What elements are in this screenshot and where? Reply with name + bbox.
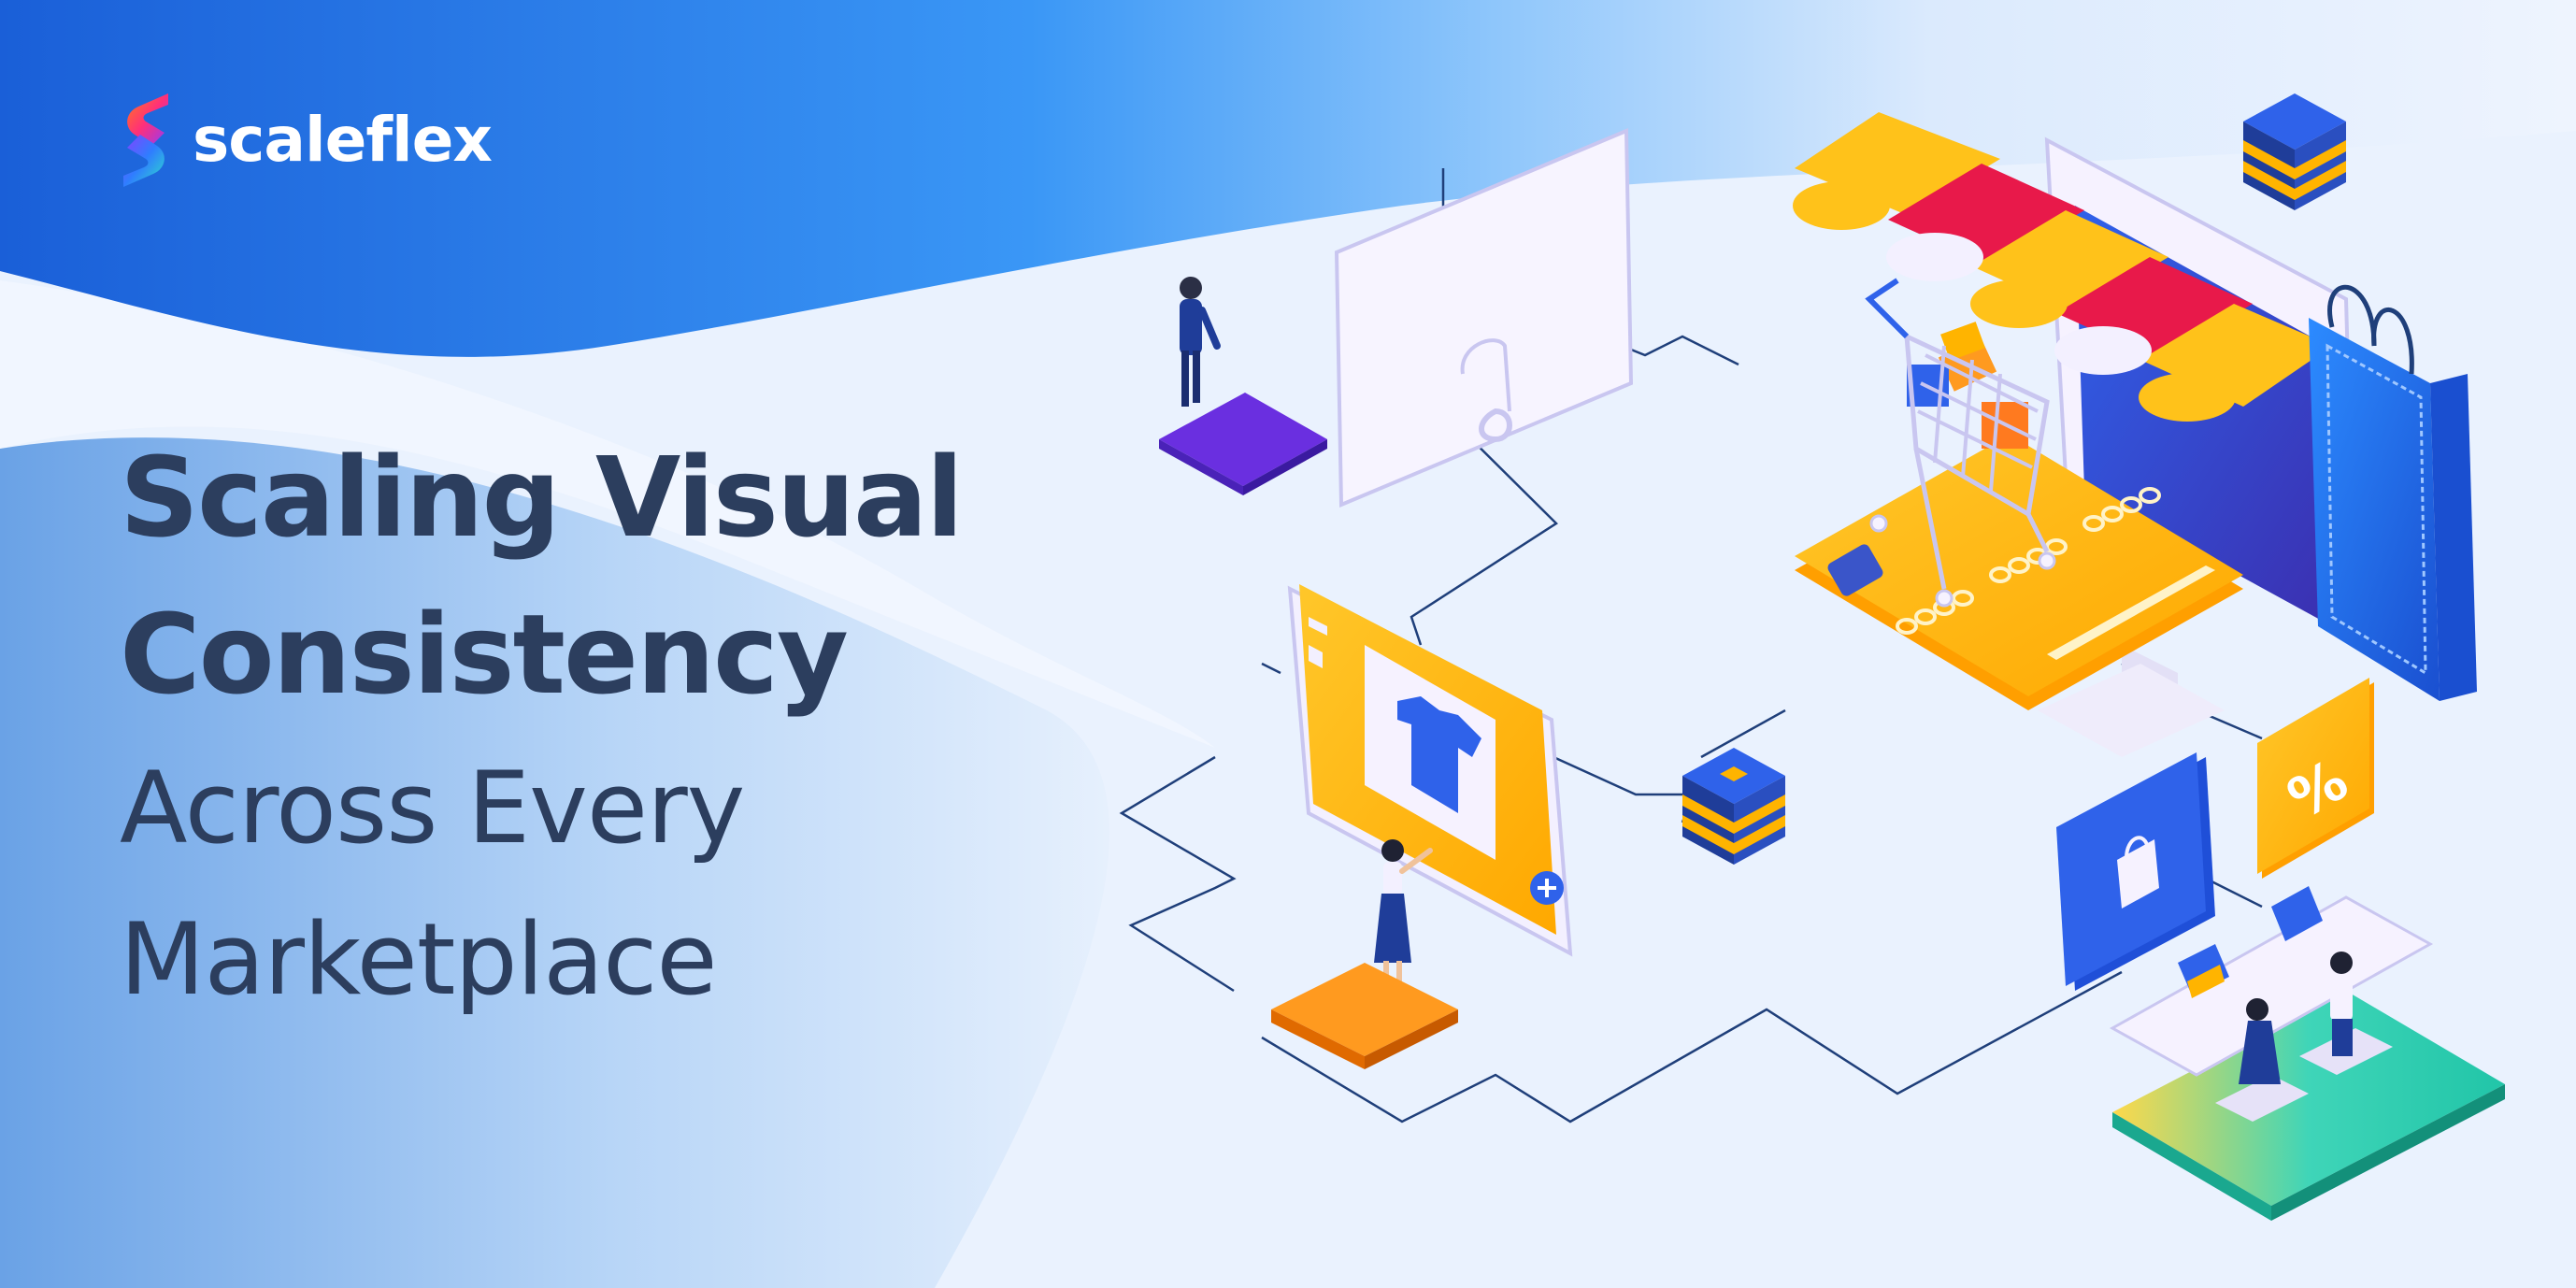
awning	[1793, 112, 2332, 422]
brand-name: scaleflex	[193, 104, 493, 176]
bag-panel	[2056, 752, 2215, 991]
headline-line-2: Consistency	[120, 590, 849, 719]
stacked-cube-icon	[1682, 93, 2346, 865]
monitor-businessman	[1159, 128, 1634, 508]
ecommerce-illustration: %	[1119, 93, 2505, 1221]
headline-line-1: Scaling Visual	[120, 433, 964, 562]
percent-tag-icon: %	[2257, 678, 2374, 879]
storefront-icon	[1793, 112, 2358, 757]
headline-line-4: Marketplace	[120, 902, 718, 1017]
credit-card-icon	[1795, 435, 2243, 710]
office-workspace	[2109, 886, 2505, 1221]
scaleflex-logo-icon	[123, 93, 168, 187]
product-card	[1287, 584, 1573, 989]
headline: Scaling Visual Consistency Across Every …	[120, 419, 964, 1036]
shopping-cart-icon	[1865, 278, 2056, 608]
brand-logo[interactable]: scaleflex	[120, 88, 493, 193]
orange-platform	[1271, 963, 1458, 1069]
shopping-bag-icon	[2309, 284, 2477, 701]
tshirt-product-icon	[1397, 696, 1481, 813]
headline-line-3: Across Every	[120, 751, 745, 866]
